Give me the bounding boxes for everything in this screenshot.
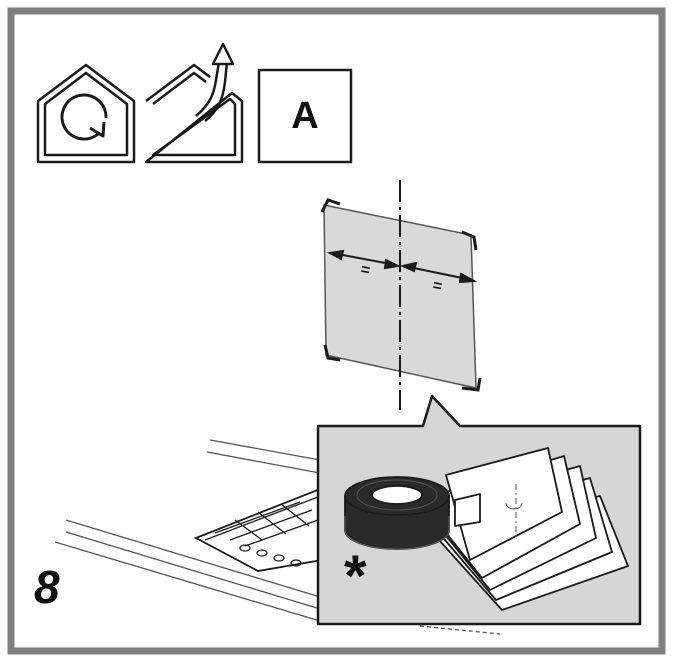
ducted-exhaust-mode-icon bbox=[144, 42, 244, 164]
hob-sketch bbox=[54, 439, 501, 635]
detail-inset bbox=[316, 394, 642, 626]
version-a-box bbox=[257, 68, 353, 164]
recirculation-mode-icon bbox=[36, 63, 136, 164]
equal-spacing-arrows bbox=[326, 249, 478, 284]
drilling-template bbox=[320, 180, 482, 410]
adhesive-tape-roll bbox=[344, 476, 481, 550]
